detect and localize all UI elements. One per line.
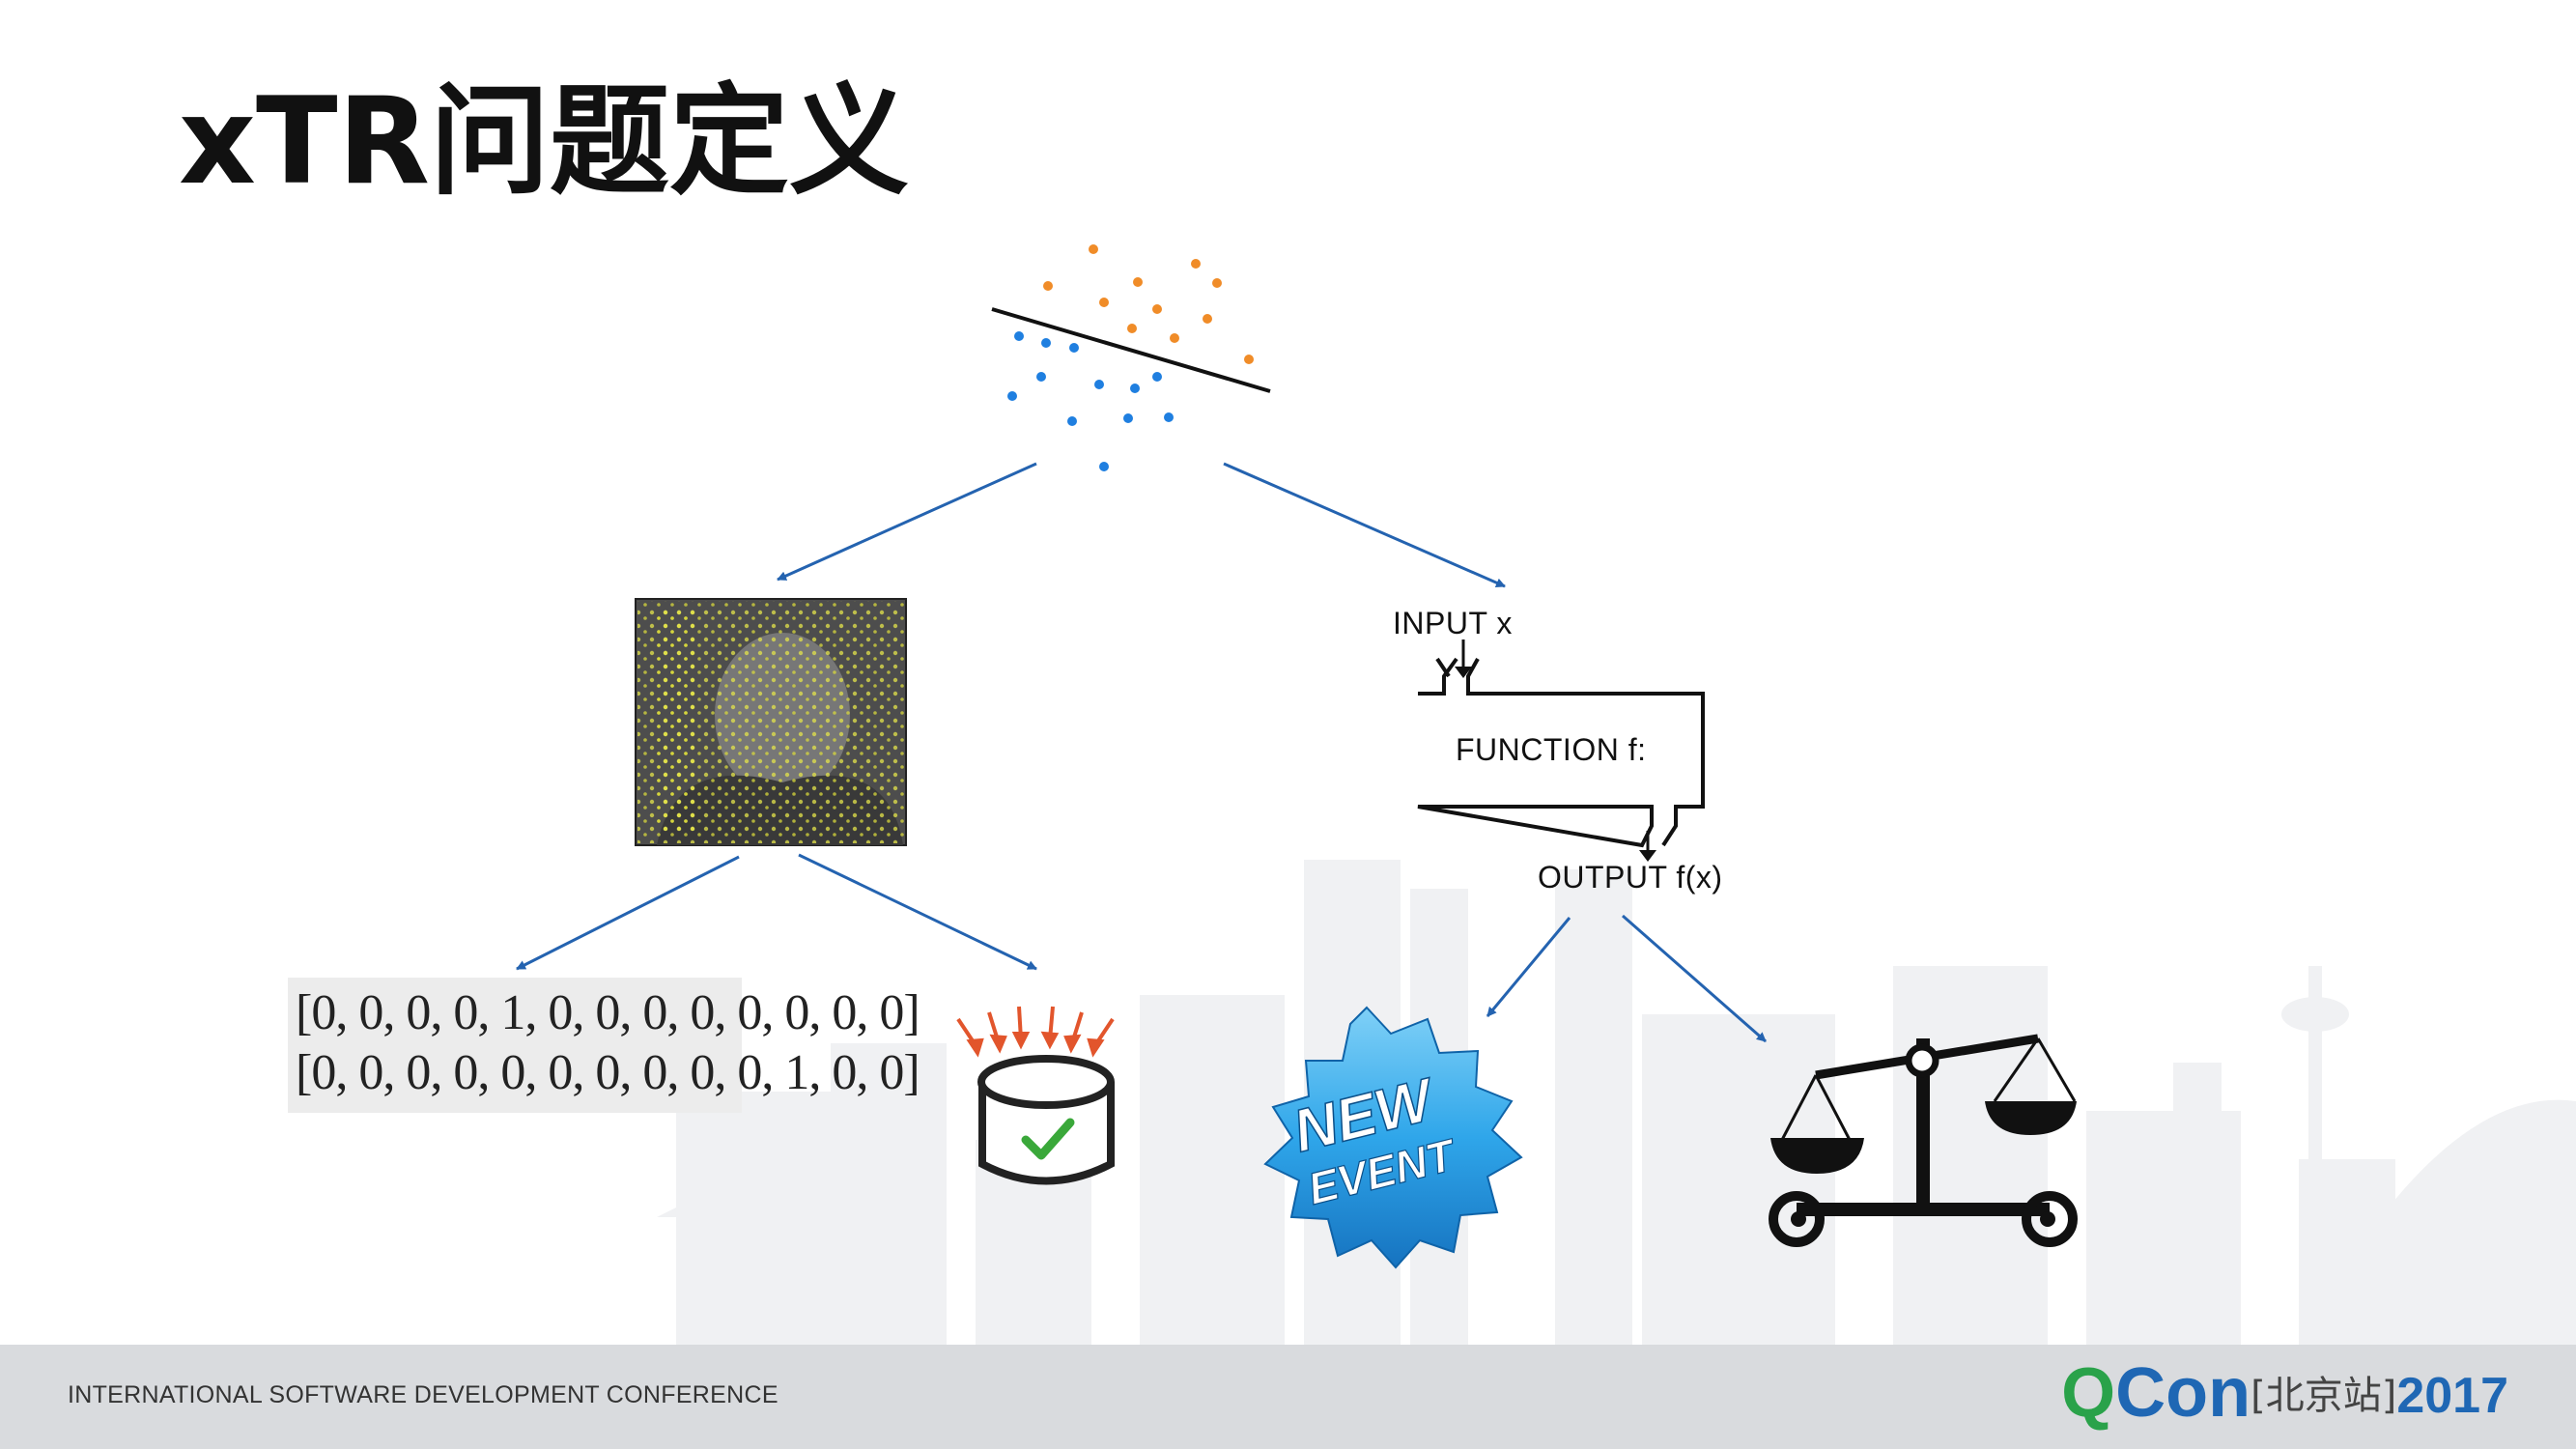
logo-city: [北京站]	[2250, 1374, 2397, 1418]
scatter-plot-icon	[991, 244, 1271, 471]
vector-row-1: [0, 0, 0, 0, 1, 0, 0, 0, 0, 0, 0, 0, 0]	[296, 985, 920, 1040]
qcon-logo: QCon[北京站]2017	[2061, 1358, 2508, 1428]
database-check-icon	[956, 1006, 1115, 1185]
one-hot-vectors: [0, 0, 0, 0, 1, 0, 0, 0, 0, 0, 0, 0, 0] …	[288, 978, 920, 1113]
function-diagram	[1417, 639, 1705, 862]
footer-bar	[0, 1345, 2576, 1449]
logo-year: 2017	[2396, 1368, 2508, 1424]
logo-con: Con	[2115, 1354, 2251, 1432]
keypoint-photo-icon	[635, 598, 907, 846]
vector-row-2: [0, 0, 0, 0, 0, 0, 0, 0, 0, 0, 1, 0, 0]	[296, 1045, 920, 1100]
input-label: INPUT x	[1393, 606, 1513, 640]
output-label: OUTPUT f(x)	[1538, 860, 1723, 895]
new-event-badge-icon: NEW EVENT	[1263, 1006, 1523, 1269]
connector-arrows	[516, 462, 1767, 1043]
balance-scale-icon	[1769, 1034, 2078, 1247]
footer-conference-text: INTERNATIONAL SOFTWARE DEVELOPMENT CONFE…	[68, 1381, 778, 1408]
diagram: NEW EVENT	[516, 244, 2078, 1269]
function-label: FUNCTION f:	[1456, 732, 1647, 767]
page-title: xTR问题定义	[179, 72, 910, 212]
logo-q: Q	[2061, 1354, 2116, 1432]
